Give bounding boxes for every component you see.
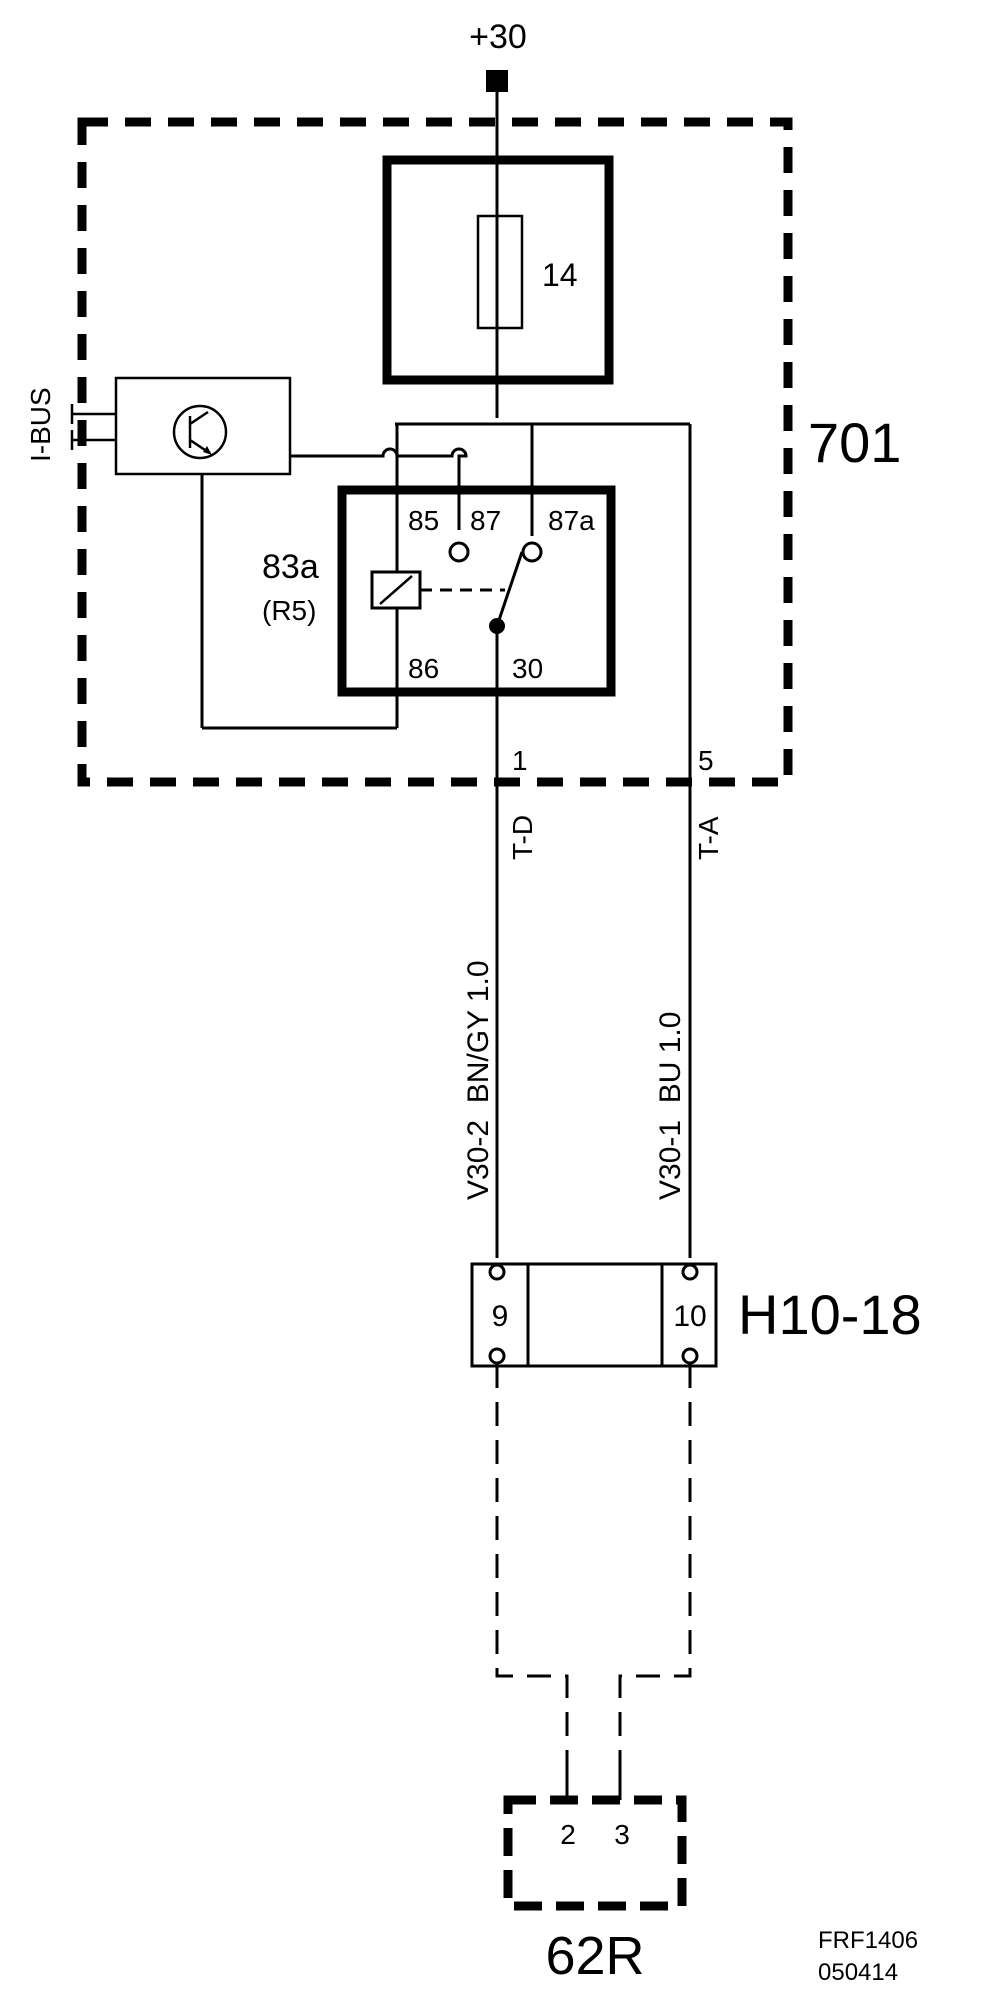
contact-87a xyxy=(521,541,543,563)
fuse-box xyxy=(382,155,614,385)
relay-switch-arm xyxy=(495,551,524,627)
connector-pin-9: 9 xyxy=(492,1300,509,1333)
wire-code-t-a: T-A xyxy=(693,816,724,860)
component-id: 62R xyxy=(545,1926,644,1986)
connector-id: H10-18 xyxy=(738,1283,922,1346)
connector-h10-18 xyxy=(470,1262,718,1368)
footer-date: 050414 xyxy=(818,1959,898,1986)
wire-label-v30-1: V30-1 BU 1.0 xyxy=(654,1012,687,1200)
module-701-outline xyxy=(77,117,793,787)
ibus-label: I-BUS xyxy=(25,387,56,462)
transistor-icon xyxy=(172,404,228,460)
module-id: 701 xyxy=(808,411,901,474)
wire-label-v30-2: V30-2 BN/GY 1.0 xyxy=(462,960,495,1200)
relay-pin-87: 87 xyxy=(470,505,501,536)
connector-pin-9-top xyxy=(488,1263,506,1281)
relay-pin-87a: 87a xyxy=(548,505,595,536)
component-pin-3: 3 xyxy=(614,1819,630,1850)
relay-ref: (R5) xyxy=(262,595,316,626)
component-62r-outline xyxy=(503,1795,687,1911)
control-module xyxy=(114,376,292,476)
output-pin-1: 1 xyxy=(512,745,528,776)
coil-diagonal xyxy=(379,575,413,605)
transistor-arrow xyxy=(203,446,212,455)
fuse-number: 14 xyxy=(542,257,578,293)
harness-right xyxy=(618,1364,692,1800)
contact-87 xyxy=(448,541,470,563)
connector-pin-10-top xyxy=(681,1263,699,1281)
relay-pin-85: 85 xyxy=(408,505,439,536)
transistor-collector xyxy=(189,410,209,426)
relay-pin-86: 86 xyxy=(408,653,439,684)
supply-terminal xyxy=(486,70,508,92)
component-pin-2: 2 xyxy=(560,1819,576,1850)
relay-pin-30: 30 xyxy=(512,653,543,684)
supply-label: +30 xyxy=(469,18,527,56)
connector-pin-9-bottom xyxy=(488,1347,506,1365)
connector-pin-10: 10 xyxy=(673,1300,706,1333)
harness-left xyxy=(495,1364,569,1800)
wire-code-t-d: T-D xyxy=(507,815,538,860)
fuse-symbol xyxy=(476,214,524,330)
control-output-wire xyxy=(290,447,468,530)
relay-box xyxy=(337,485,616,697)
connector-pin-10-bottom xyxy=(681,1347,699,1365)
output-pin-5: 5 xyxy=(698,745,714,776)
relay-name: 83a xyxy=(262,548,319,586)
footer-ref: FRF1406 xyxy=(818,1927,918,1954)
